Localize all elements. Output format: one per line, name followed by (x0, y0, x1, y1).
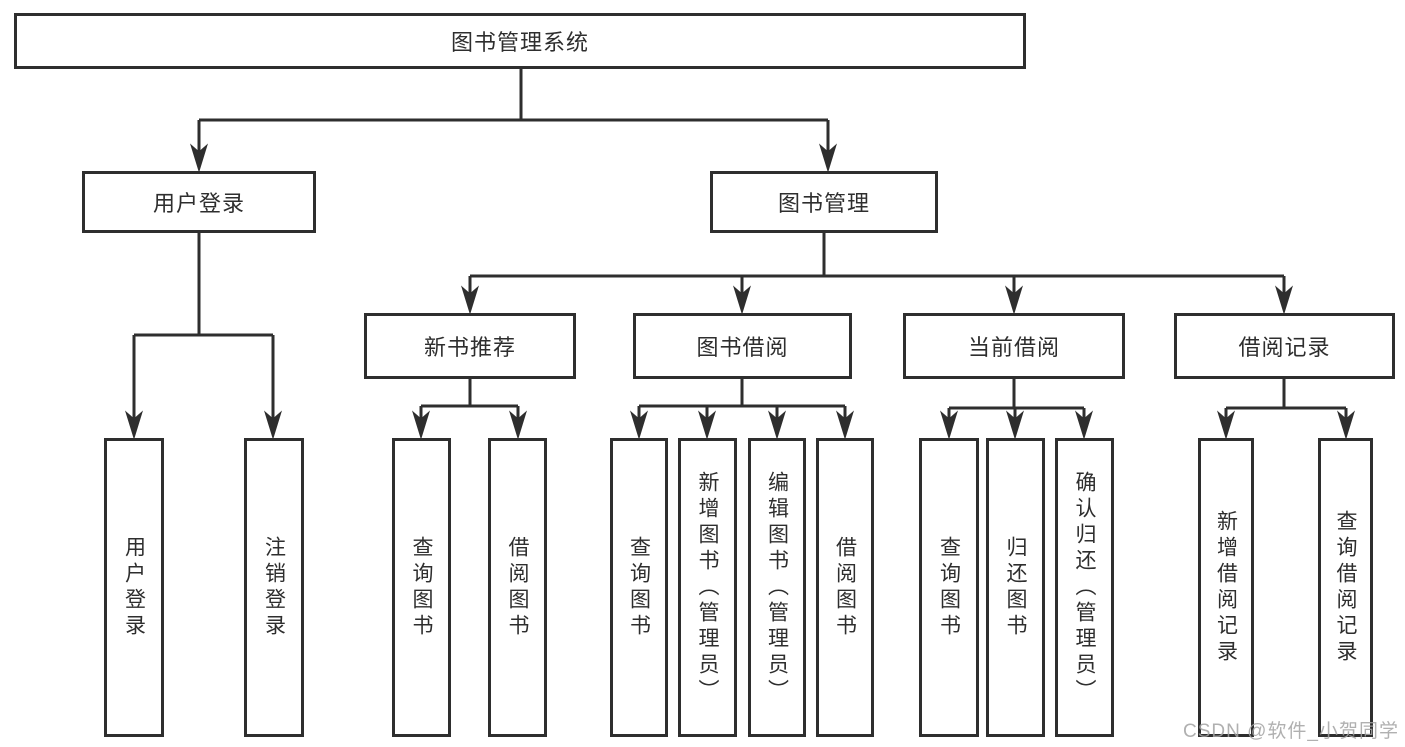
node-leaf-br-query-record: 查询借阅记录 (1318, 438, 1373, 737)
node-new-book-rec: 新书推荐 (364, 313, 576, 379)
connector-user-login-children (125, 233, 282, 440)
node-leaf-cb-query-books: 查询图书 (919, 438, 979, 737)
connector-book-borrow-children (630, 379, 854, 440)
node-leaf-cb-confirm-return-admin: 确认归还（管理员） (1055, 438, 1114, 737)
node-leaf-bb-borrow-books: 借阅图书 (816, 438, 874, 737)
node-book-mgmt: 图书管理 (710, 171, 938, 233)
node-borrow-records: 借阅记录 (1174, 313, 1395, 379)
node-root: 图书管理系统 (14, 13, 1026, 69)
node-leaf-bb-edit-books-admin: 编辑图书（管理员） (748, 438, 806, 737)
connector-current-borrow-children (940, 379, 1093, 440)
node-book-borrow: 图书借阅 (633, 313, 852, 379)
node-leaf-logout: 注销登录 (244, 438, 304, 737)
connector-borrow-records-children (1217, 379, 1355, 440)
node-leaf-bb-add-books-admin: 新增图书（管理员） (678, 438, 737, 737)
node-leaf-user-login: 用户登录 (104, 438, 164, 737)
node-leaf-cb-return-books: 归还图书 (986, 438, 1045, 737)
connector-root-to-level2 (190, 69, 837, 173)
watermark: CSDN @软件_小贺同学 (1183, 721, 1399, 742)
node-leaf-nbr-query-books: 查询图书 (392, 438, 451, 737)
node-current-borrow: 当前借阅 (903, 313, 1125, 379)
node-leaf-bb-query-books: 查询图书 (610, 438, 668, 737)
node-user-login: 用户登录 (82, 171, 316, 233)
node-leaf-nbr-borrow-books: 借阅图书 (488, 438, 547, 737)
connector-book-mgmt-children (461, 233, 1293, 315)
connector-new-book-rec-children (412, 379, 527, 440)
node-leaf-br-add-record: 新增借阅记录 (1198, 438, 1254, 737)
